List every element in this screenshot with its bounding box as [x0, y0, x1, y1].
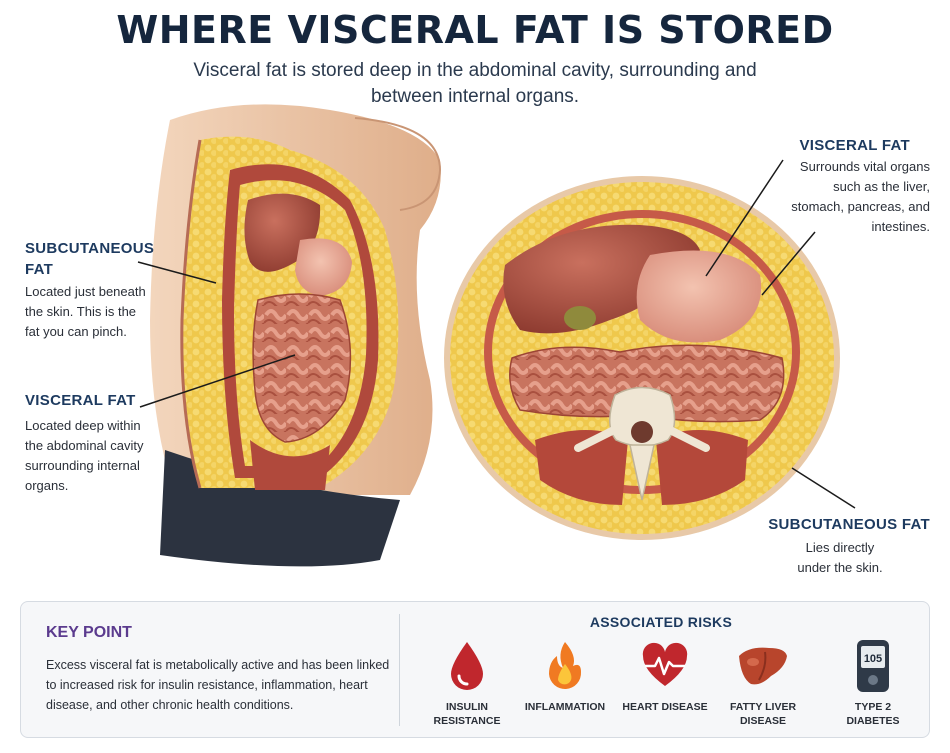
glucose-meter-icon: 105: [857, 640, 889, 692]
risk-fatty-liver-disease: FATTY LIVER DISEASE: [711, 638, 815, 728]
anatomy-illustration: [137, 104, 856, 567]
risk-label: HEART DISEASE: [622, 701, 708, 713]
risk-label: INFLAMMATION: [524, 701, 606, 713]
info-panel: KEY POINT Excess visceral fat is metabol…: [20, 601, 930, 738]
abdomen-cross-section: [444, 176, 840, 540]
key-point-text: Excess visceral fat is metabolically act…: [46, 658, 390, 712]
liver-icon: [739, 647, 787, 685]
associated-risks-title: ASSOCIATED RISKS: [589, 614, 733, 630]
risk-type-2-diabetes: 105 TYPE 2 DIABETES: [821, 638, 925, 728]
risk-label: INSULIN RESISTANCE: [433, 701, 501, 727]
label-subcutaneous-fat-left: SUBCUTANEOUS FAT: [25, 240, 155, 278]
label-subcutaneous-fat-right: SUBCUTANEOUS FAT: [768, 516, 930, 533]
panel-divider: [399, 614, 400, 726]
risk-label: TYPE 2 DIABETES: [846, 701, 900, 727]
risk-label: FATTY LIVER DISEASE: [729, 701, 797, 727]
label-subcutaneous-fat-right-description: Lies directly under the skin.: [797, 540, 883, 575]
callout-line-visceral-right-1: [705, 159, 784, 277]
flame-icon: [549, 642, 582, 690]
callout-line-visceral-left: [139, 354, 296, 408]
page-subtitle: Visceral fat is stored deep in the abdom…: [193, 60, 757, 107]
label-subcutaneous-fat-left-description: Located just beneath the skin. This is t…: [25, 284, 146, 339]
heart-pulse-icon: [642, 642, 688, 686]
callout-line-visceral-right-2: [761, 231, 816, 296]
label-visceral-fat-right-description: Surrounds vital organs such as the liver…: [791, 159, 930, 234]
risk-inflammation: INFLAMMATION: [513, 638, 617, 714]
key-point-title: KEY POINT: [46, 624, 132, 641]
callout-line-subcutaneous-left: [137, 261, 217, 284]
risk-insulin-resistance: INSULIN RESISTANCE: [415, 638, 519, 728]
label-visceral-fat-left: VISCERAL FAT: [25, 392, 136, 409]
meter-reading: 105: [864, 653, 882, 665]
blood-drop-icon: [451, 642, 483, 690]
page-title: WHERE VISCERAL FAT IS STORED: [116, 8, 834, 52]
callout-line-subcutaneous-right: [791, 467, 856, 509]
label-visceral-fat-left-description: Located deep within the abdominal cavity…: [25, 418, 144, 493]
label-visceral-fat-right: VISCERAL FAT: [799, 137, 910, 154]
risk-heart-disease: HEART DISEASE: [613, 638, 717, 714]
torso-side-view: [150, 104, 442, 567]
